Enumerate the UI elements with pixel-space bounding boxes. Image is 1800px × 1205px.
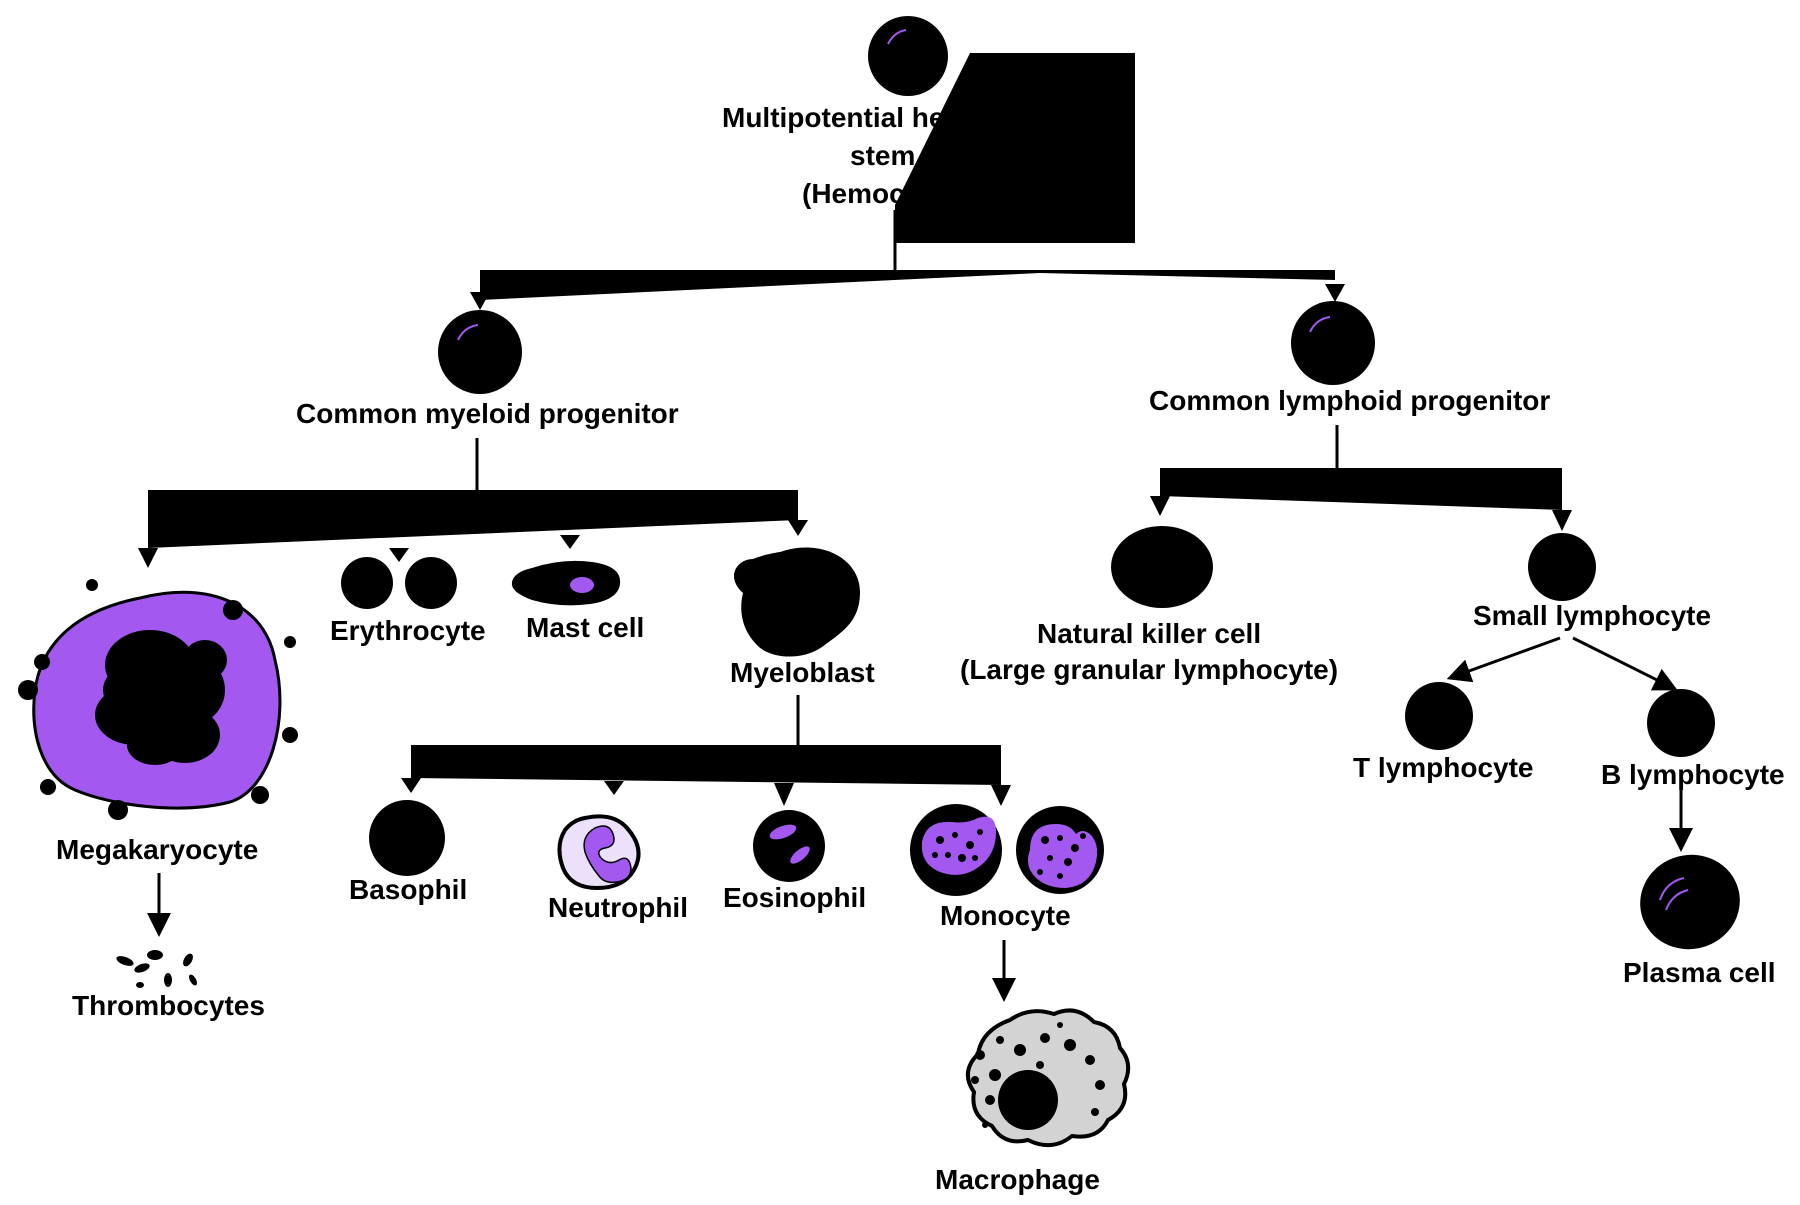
mast-cell-label: Mast cell [526,612,645,643]
small-lymphocyte-icon [1528,533,1596,601]
connector-lines [138,210,1693,1002]
myeloblast-label: Myeloblast [730,657,875,688]
macrophage-label: Macrophage [935,1164,1100,1195]
macrophage-icon [966,1008,1131,1148]
neutrophil-icon [557,814,641,891]
myeloid-progenitor-icon [438,310,522,394]
plasma-cell-icon [1640,854,1740,950]
basophil-label: Basophil [349,874,468,905]
nk-cell-label: Natural killer cell (Large granular lymp… [960,616,1338,689]
basophil-icon [369,800,445,876]
lymphoid-progenitor-icon [1291,301,1375,385]
megakaryocyte-label: Megakaryocyte [56,834,259,865]
hsc-label-line2: stem [850,140,916,171]
erythrocyte-icon [341,557,457,609]
megakaryocyte-icon [18,579,298,820]
nk-cell-label-line2: (Large granular lymphocyte) [960,654,1339,686]
eosinophil-icon [753,810,825,882]
neutrophil-label: Neutrophil [548,892,688,923]
erythrocyte-label: Erythrocyte [330,615,486,646]
monocyte-icon [910,804,1104,896]
thrombocytes-icon [116,950,197,988]
hsc-label-line1: Multipotential he [722,102,945,133]
b-lymphocyte-icon [1647,689,1715,757]
lymphoid-progenitor-label: Common lymphoid progenitor [1149,385,1551,416]
myeloid-progenitor-label: Common myeloid progenitor [296,398,679,429]
hsc-label-line3: (Hemoc [802,178,905,209]
monocyte-label: Monocyte [940,900,1071,931]
thrombocytes-label: Thrombocytes [72,990,265,1021]
eosinophil-label: Eosinophil [723,882,867,913]
mast-cell-icon [511,560,621,606]
t-lymphocyte-icon [1405,682,1473,750]
t-lymphocyte-label: T lymphocyte [1353,752,1534,783]
occlusion-shape [895,53,1135,243]
small-lymphocyte-label: Small lymphocyte [1473,600,1712,631]
stem-cell-icon [868,16,948,96]
myeloblast-icon [734,547,860,657]
plasma-cell-label: Plasma cell [1623,957,1776,988]
nk-cell-icon [1111,526,1213,608]
b-lymphocyte-label: B lymphocyte [1601,759,1785,790]
nk-cell-label-line1: Natural killer cell [1036,618,1262,649]
